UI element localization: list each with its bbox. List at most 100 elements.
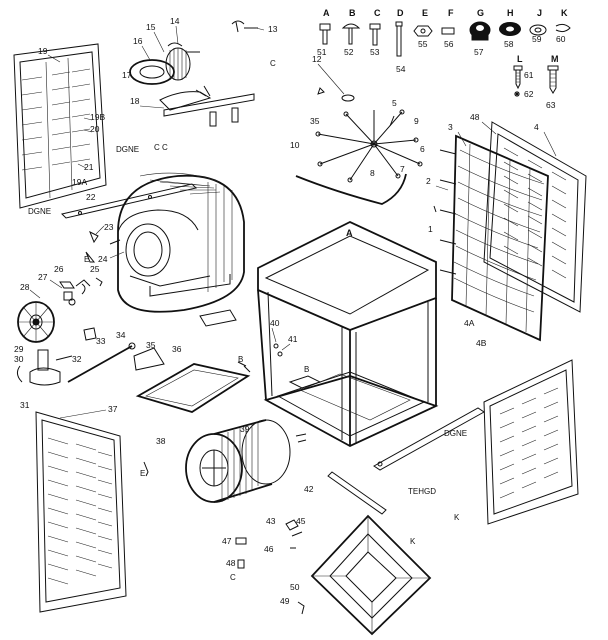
edge-label-cc: C C <box>154 143 168 152</box>
callout-2: 2 <box>426 176 431 186</box>
callout-7: 7 <box>400 164 405 174</box>
callout-34: 34 <box>116 330 126 340</box>
hardware-a-bolt: A 51 <box>317 8 331 57</box>
callout-40: 40 <box>270 318 280 328</box>
edge-label-dgne-3: DGNE <box>444 429 467 438</box>
drain-rod <box>67 342 136 383</box>
callout-36: 36 <box>172 344 182 354</box>
callout-49: 49 <box>280 596 290 606</box>
edge-label-b-cabinet: B <box>304 365 309 374</box>
callout-35: 35 <box>146 340 156 350</box>
motor-bracket-rail <box>163 93 255 127</box>
svg-text:D: D <box>397 8 404 18</box>
callout-16: 16 <box>133 36 143 46</box>
hardware-b-bolt: B 52 <box>341 8 361 57</box>
callout-35-upper: 35 <box>310 116 320 126</box>
blower-housing <box>109 172 245 327</box>
hardware-j-lockwasher: J 59 <box>529 8 547 44</box>
cross-brace <box>327 471 387 515</box>
edge-label-dgne-1: DGNE <box>28 207 51 216</box>
callout-27: 27 <box>38 272 48 282</box>
pump-disc <box>17 301 55 343</box>
svg-text:E: E <box>422 8 428 18</box>
edge-label-tehgd: TEHGD <box>408 487 436 496</box>
svg-text:L: L <box>517 54 523 64</box>
svg-text:C: C <box>374 8 381 18</box>
svg-text:A: A <box>323 8 330 18</box>
hardware-row: A 51 B 52 C 53 D 54 E 55 <box>317 8 571 110</box>
water-pump <box>16 327 97 386</box>
callout-18: 18 <box>130 96 140 106</box>
callout-20: 20 <box>90 124 100 134</box>
callout-21: 21 <box>84 162 94 172</box>
callout-3: 3 <box>448 122 453 132</box>
hardware-l-screw: L 61 <box>513 54 534 90</box>
callout-4a: 4A <box>464 318 475 328</box>
callout-32: 32 <box>72 354 82 364</box>
callout-24: 24 <box>98 254 108 264</box>
edge-label-c-top: C <box>270 59 276 68</box>
hardware-e-nut: E 55 <box>413 8 433 49</box>
callout-33: 33 <box>96 336 106 346</box>
callout-45: 45 <box>296 516 306 526</box>
callout-14: 14 <box>170 16 180 26</box>
hardware-f-nut: F 56 <box>441 8 455 49</box>
svg-text:H: H <box>507 8 514 18</box>
svg-text:K: K <box>561 8 568 18</box>
grille-panel-lower-right <box>483 359 579 525</box>
callout-6: 6 <box>420 144 425 154</box>
edge-label-e-lower: E <box>140 469 145 478</box>
blower-wheel <box>185 419 307 503</box>
main-cabinet <box>257 221 439 448</box>
callout-4b: 4B <box>476 338 487 348</box>
callout-41: 41 <box>288 334 298 344</box>
svg-text:51: 51 <box>317 47 327 57</box>
switch-hardware <box>235 519 303 569</box>
callout-25: 25 <box>90 264 100 274</box>
callout-5: 5 <box>392 98 397 108</box>
callout-19a: 19A <box>72 177 87 187</box>
callout-39: 39 <box>240 424 250 434</box>
callout-48-right: 48 <box>470 112 480 122</box>
svg-text:B: B <box>349 8 356 18</box>
svg-text:59: 59 <box>532 34 542 44</box>
svg-text:56: 56 <box>444 39 454 49</box>
svg-text:57: 57 <box>474 47 484 57</box>
callout-29: 29 <box>14 344 24 354</box>
hardware-62-star-washer: 62 <box>514 89 534 99</box>
motor-assembly <box>129 20 258 111</box>
filter-frame <box>135 363 251 413</box>
callout-13: 13 <box>268 24 278 34</box>
hardware-h-washer: H 58 <box>499 8 521 49</box>
filter-pad-frame <box>439 134 549 342</box>
callout-4: 4 <box>534 122 539 132</box>
float-parts <box>59 277 103 306</box>
svg-text:F: F <box>448 8 454 18</box>
edge-label-k-duct: K <box>410 537 416 546</box>
callout-28: 28 <box>20 282 30 292</box>
callout-15: 15 <box>146 22 156 32</box>
svg-text:61: 61 <box>524 70 534 80</box>
callout-30: 30 <box>14 354 24 364</box>
callout-22: 22 <box>86 192 96 202</box>
edge-label-k-right: K <box>454 513 460 522</box>
callout-17: 17 <box>122 70 132 80</box>
grille-panel-upper-right <box>483 121 587 313</box>
callout-37: 37 <box>108 404 118 414</box>
svg-text:52: 52 <box>344 47 354 57</box>
callout-48-lower: 48 <box>226 558 236 568</box>
svg-text:63: 63 <box>546 100 556 110</box>
hardware-c-bolt: C 53 <box>369 8 381 57</box>
callout-50: 50 <box>290 582 300 592</box>
float-pad <box>133 347 165 371</box>
callout-38: 38 <box>156 436 166 446</box>
edge-label-c-lower: C <box>230 573 236 582</box>
svg-text:58: 58 <box>504 39 514 49</box>
callout-9: 9 <box>414 116 419 126</box>
callout-46: 46 <box>264 544 274 554</box>
callout-31: 31 <box>20 400 30 410</box>
svg-text:J: J <box>537 8 542 18</box>
bottom-rail <box>373 407 485 471</box>
callout-19b: 19B <box>90 112 105 122</box>
